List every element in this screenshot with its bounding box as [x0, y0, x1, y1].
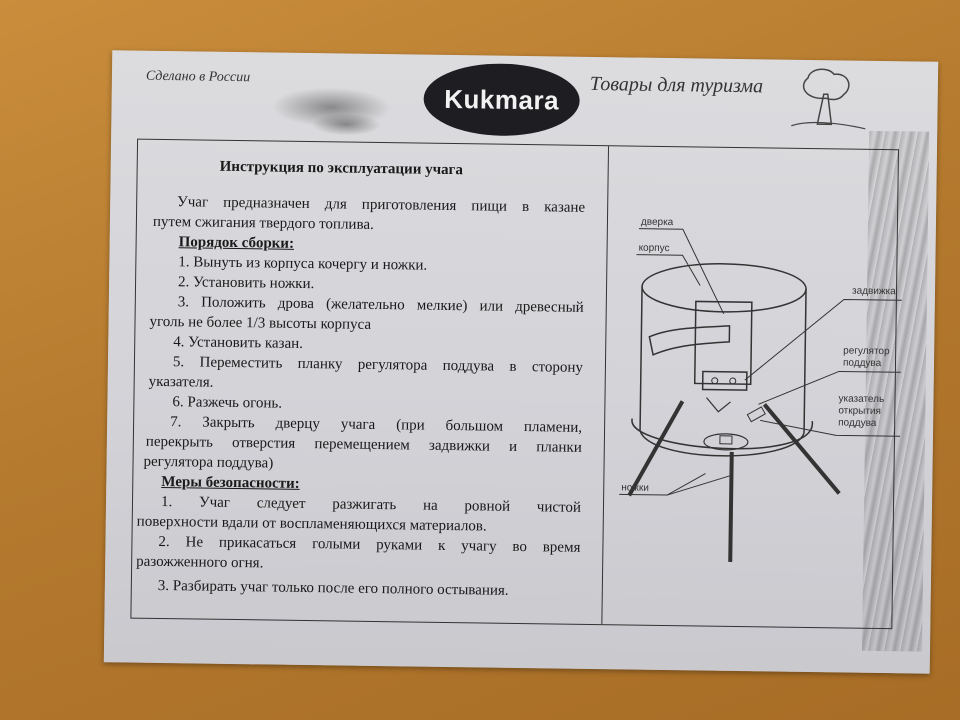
list-item: 6. Разжечь огонь.: [172, 394, 283, 412]
content-frame: Инструкция по эксплуатации учага Учаг пр…: [130, 138, 902, 630]
tagline: Товары для туризма: [589, 72, 764, 98]
list-item: 5. Переместить планку регулятора поддува…: [172, 354, 584, 376]
label-indicator: указатель: [838, 393, 884, 405]
instruction-sheet: Сделано в России Kukmara Товары для тури…: [103, 50, 939, 674]
label-body: корпус: [639, 243, 670, 254]
list-item: 4. Установить казан.: [173, 334, 304, 352]
kukmara-logo: Kukmara: [423, 62, 581, 137]
list-item: 3. Разбирать учаг только после его полно…: [157, 577, 509, 599]
label-regulator: поддува: [843, 357, 882, 369]
assembly-heading: Порядок сборки:: [178, 234, 295, 252]
label-indicator: открытия: [838, 405, 881, 417]
list-item: 2. Установить ножки.: [177, 274, 315, 293]
safety-heading: Меры безопасности:: [161, 473, 300, 492]
label-indicator: поддува: [838, 417, 877, 429]
label-legs: ножки: [621, 482, 649, 493]
stove-diagram: дверка корпус задвижка регулятор поддува…: [619, 217, 902, 562]
ink-smudge: [311, 113, 382, 137]
label-door: дверка: [641, 217, 674, 228]
label-latch: задвижка: [852, 286, 896, 298]
label-regulator: регулятор: [843, 345, 890, 357]
list-item: регулятора поддува): [143, 453, 274, 472]
tree-icon: [791, 68, 866, 130]
made-in-label: Сделано в России: [145, 68, 251, 86]
list-item: указателя.: [148, 373, 214, 391]
list-item: разожженного огня.: [136, 553, 264, 572]
brand-name: Kukmara: [444, 83, 560, 116]
instruction-text: Инструкция по эксплуатации учага Учаг пр…: [131, 140, 608, 625]
page-title: Инструкция по эксплуатации учага: [219, 158, 464, 179]
